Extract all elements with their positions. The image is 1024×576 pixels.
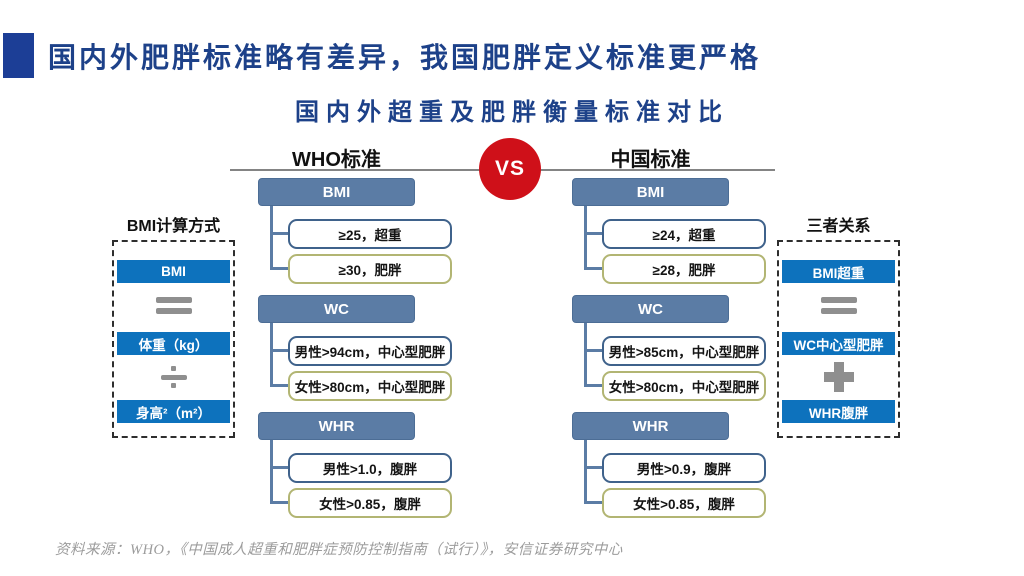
china-whr-section: WHR 男性>0.9，腹胖 女性>0.85，腹胖 xyxy=(572,412,768,519)
china-sections: BMI ≥24，超重 ≥28，肥胖 WC 男性>85cm，中心型肥胖 女性>80… xyxy=(572,178,768,519)
relationship-panel: 三者关系 BMI超重 WC中心型肥胖 WHR腹胖 xyxy=(777,212,900,438)
criteria-box: 男性>94cm，中心型肥胖 xyxy=(288,336,452,366)
criteria-box: 男性>1.0，腹胖 xyxy=(288,453,452,483)
dashed-box: BMI 体重（kg） 身高²（m²） xyxy=(112,240,235,438)
column-title-china: 中国标准 xyxy=(610,149,691,171)
connector-line xyxy=(270,206,273,270)
section-header-bmi: BMI xyxy=(572,178,729,206)
criteria-box: 女性>80cm，中心型肥胖 xyxy=(288,371,452,401)
connector-line xyxy=(270,267,289,270)
connector-line xyxy=(270,323,273,387)
connector-line xyxy=(270,440,273,504)
connector-line xyxy=(270,466,289,469)
connector-line xyxy=(584,232,603,235)
criteria-box: 男性>85cm，中心型肥胖 xyxy=(602,336,766,366)
formula-term: 身高²（m²） xyxy=(117,400,230,423)
who-sections: BMI ≥25，超重 ≥30，肥胖 WC 男性>94cm，中心型肥胖 女性>80… xyxy=(258,178,454,519)
who-bmi-section: BMI ≥25，超重 ≥30，肥胖 xyxy=(258,178,454,285)
section-header-wc: WC xyxy=(572,295,729,323)
connector-line xyxy=(584,440,587,504)
connector-line xyxy=(584,206,587,270)
formula-term: BMI xyxy=(117,260,230,283)
connector-line xyxy=(270,232,289,235)
vs-badge: VS xyxy=(479,138,541,200)
criteria-box: ≥30，肥胖 xyxy=(288,254,452,284)
panel-title: 三者关系 xyxy=(806,218,871,235)
equals-icon xyxy=(155,297,192,314)
connector-line xyxy=(584,323,587,387)
criteria-box: ≥28，肥胖 xyxy=(602,254,766,284)
section-header-bmi: BMI xyxy=(258,178,415,206)
divide-icon xyxy=(159,366,189,388)
connector-line xyxy=(584,267,603,270)
criteria-box: 女性>80cm，中心型肥胖 xyxy=(602,371,766,401)
formula-term: 体重（kg） xyxy=(117,332,230,355)
connector-line xyxy=(584,501,603,504)
who-standard-column: WHO标准 BMI ≥25，超重 ≥30，肥胖 WC 男性>94cm，中心型肥胖… xyxy=(258,143,454,529)
china-bmi-section: BMI ≥24，超重 ≥28，肥胖 xyxy=(572,178,768,285)
criteria-box: 女性>0.85，腹胖 xyxy=(288,488,452,518)
connector-line xyxy=(270,501,289,504)
source-note: 资料来源：WHO，《中国成人超重和肥胖症预防控制指南（试行）》，安信证券研究中心 xyxy=(55,542,623,558)
connector-line xyxy=(270,349,289,352)
section-header-whr: WHR xyxy=(572,412,729,440)
connector-line xyxy=(584,349,603,352)
panel-title: BMI计算方式 xyxy=(126,218,221,235)
china-standard-column: 中国标准 BMI ≥24，超重 ≥28，肥胖 WC 男性>85cm，中心型肥胖 … xyxy=(572,143,768,529)
connector-line xyxy=(584,466,603,469)
relation-term: WC中心型肥胖 xyxy=(782,332,895,355)
relation-term: BMI超重 xyxy=(782,260,895,283)
page-title: 国内外肥胖标准略有差异，我国肥胖定义标准更严格 xyxy=(48,43,762,74)
connector-line xyxy=(270,384,289,387)
bmi-formula-panel: BMI计算方式 BMI 体重（kg） 身高²（m²） xyxy=(112,212,235,438)
equals-icon xyxy=(820,297,857,314)
chart-subtitle: 国内外超重及肥胖衡量标准对比 xyxy=(295,100,729,126)
dashed-box: BMI超重 WC中心型肥胖 WHR腹胖 xyxy=(777,240,900,438)
who-whr-section: WHR 男性>1.0，腹胖 女性>0.85，腹胖 xyxy=(258,412,454,519)
title-accent-square xyxy=(3,33,34,78)
china-wc-section: WC 男性>85cm，中心型肥胖 女性>80cm，中心型肥胖 xyxy=(572,295,768,402)
relation-term: WHR腹胖 xyxy=(782,400,895,423)
connector-line xyxy=(584,384,603,387)
section-header-whr: WHR xyxy=(258,412,415,440)
criteria-box: 女性>0.85，腹胖 xyxy=(602,488,766,518)
section-header-wc: WC xyxy=(258,295,415,323)
column-title-who: WHO标准 xyxy=(292,149,381,171)
criteria-box: ≥25，超重 xyxy=(288,219,452,249)
plus-icon xyxy=(823,362,854,392)
criteria-box: ≥24，超重 xyxy=(602,219,766,249)
who-wc-section: WC 男性>94cm，中心型肥胖 女性>80cm，中心型肥胖 xyxy=(258,295,454,402)
criteria-box: 男性>0.9，腹胖 xyxy=(602,453,766,483)
